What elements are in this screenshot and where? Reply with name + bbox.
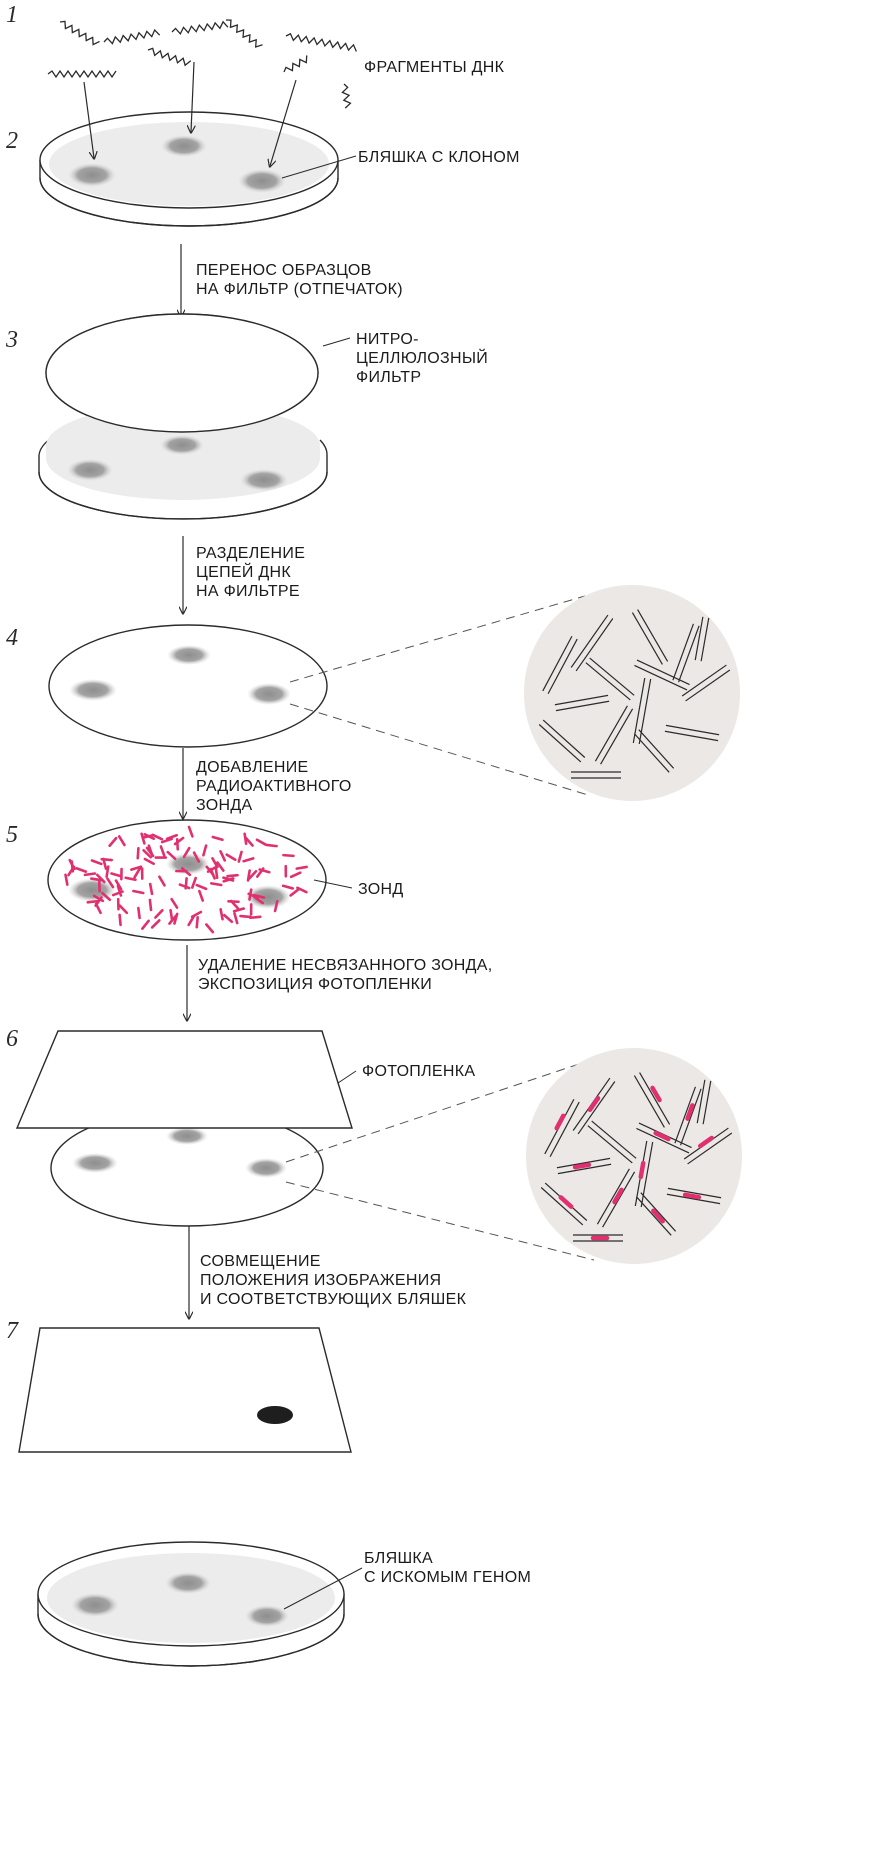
step-number-2: 2 [6, 128, 18, 155]
dna-fragment [172, 21, 228, 35]
probe-dash [245, 834, 246, 844]
step-number-3: 3 [6, 327, 18, 354]
probe-dash [297, 867, 307, 869]
filter-with-probe [48, 820, 326, 940]
leader-film [338, 1071, 356, 1083]
probe-dash [283, 855, 293, 856]
probe-mark [575, 1165, 589, 1167]
label-clone-plaque: БЛЯШКА С КЛОНОМ [358, 148, 520, 167]
label-photographic-film: ФОТОПЛЕНКА [362, 1062, 475, 1081]
probe-dash [171, 910, 173, 920]
step-number-5: 5 [6, 822, 18, 849]
probe-dash [88, 901, 98, 902]
dna-fragment [147, 47, 191, 66]
probe-dash [85, 874, 95, 875]
plaque [160, 435, 204, 455]
plaque [166, 1127, 208, 1145]
dna-fragment [283, 55, 310, 74]
label-add-probe: ДОБАВЛЕНИЕ РАДИОАКТИВНОГО ЗОНДА [196, 758, 352, 815]
label-probe: ЗОНД [358, 880, 404, 899]
plaque [72, 1153, 118, 1173]
probe-dash [250, 917, 260, 918]
probe-dash [249, 890, 251, 900]
probe-dash [66, 875, 68, 885]
magnified-hybridized-strands [526, 1048, 742, 1264]
dna-fragments [48, 18, 357, 109]
filter-step4 [49, 625, 327, 747]
plaque [245, 1158, 287, 1178]
plaque [238, 169, 286, 193]
label-target-plaque: БЛЯШКА С ИСКОМЫМ ГЕНОМ [364, 1549, 531, 1587]
petri-dish-step3 [39, 314, 327, 519]
plaque [247, 683, 291, 705]
plaque [245, 1605, 289, 1627]
probe-dash [138, 848, 139, 858]
plaque [68, 163, 116, 187]
label-removal-exposure: УДАЛЕНИЕ НЕСВЯЗАННОГО ЗОНДА, ЭКСПОЗИЦИЯ … [198, 956, 493, 994]
label-dna-fragments: ФРАГМЕНТЫ ДНК [364, 58, 504, 77]
plaque [67, 459, 113, 481]
dna-fragment [341, 83, 351, 108]
probe-dash [138, 908, 139, 918]
step-number-1: 1 [6, 2, 18, 29]
plaque [69, 679, 117, 701]
probe-dash [177, 839, 178, 849]
plaque [240, 469, 288, 491]
dna-fragment [59, 19, 100, 46]
probe-dash [211, 883, 221, 885]
petri-dish-step7 [38, 1542, 344, 1666]
plaque [165, 1572, 211, 1594]
probe-dash [221, 909, 223, 919]
label-transfer: ПЕРЕНОС ОБРАЗЦОВ НА ФИЛЬТР (ОТПЕЧАТОК) [196, 261, 403, 299]
probe-dash [248, 871, 250, 881]
developed-film [19, 1328, 351, 1452]
probe-mark [685, 1195, 699, 1197]
petri-dish-step2 [40, 112, 338, 226]
step-number-4: 4 [6, 625, 18, 652]
magnified-dna-strands [524, 585, 740, 801]
probe-dash [241, 916, 251, 917]
label-strand-separation: РАЗДЕЛЕНИЕ ЦЕПЕЙ ДНК НА ФИЛЬТРЕ [196, 544, 305, 601]
dna-fragment [103, 29, 159, 45]
label-alignment: СОВМЕЩЕНИЕ ПОЛОЖЕНИЯ ИЗОБРАЖЕНИЯ И СООТВ… [200, 1252, 466, 1309]
probe-dash [228, 875, 238, 876]
step-number-7: 7 [6, 1318, 18, 1345]
dna-fragment [285, 33, 357, 51]
probe-dash [150, 884, 152, 894]
probe-dash [267, 845, 277, 846]
step-number-6: 6 [6, 1026, 18, 1053]
dna-fragment [48, 71, 116, 77]
dna-fragment [224, 18, 262, 50]
probe-dash [120, 915, 121, 925]
plaque [71, 1593, 119, 1617]
plaque [161, 135, 207, 157]
probe-dash [150, 900, 151, 910]
plaque [167, 645, 211, 665]
photographic-film [17, 1031, 352, 1128]
label-nitrocellulose-filter: НИТРО- ЦЕЛЛЮЛОЗНЫЙ ФИЛЬТР [356, 330, 488, 387]
probe-dash [186, 878, 187, 888]
autoradiograph-spot [257, 1406, 293, 1424]
probe-dash [216, 868, 217, 878]
probe-dash [197, 917, 198, 927]
probe-mark [641, 1163, 643, 1177]
